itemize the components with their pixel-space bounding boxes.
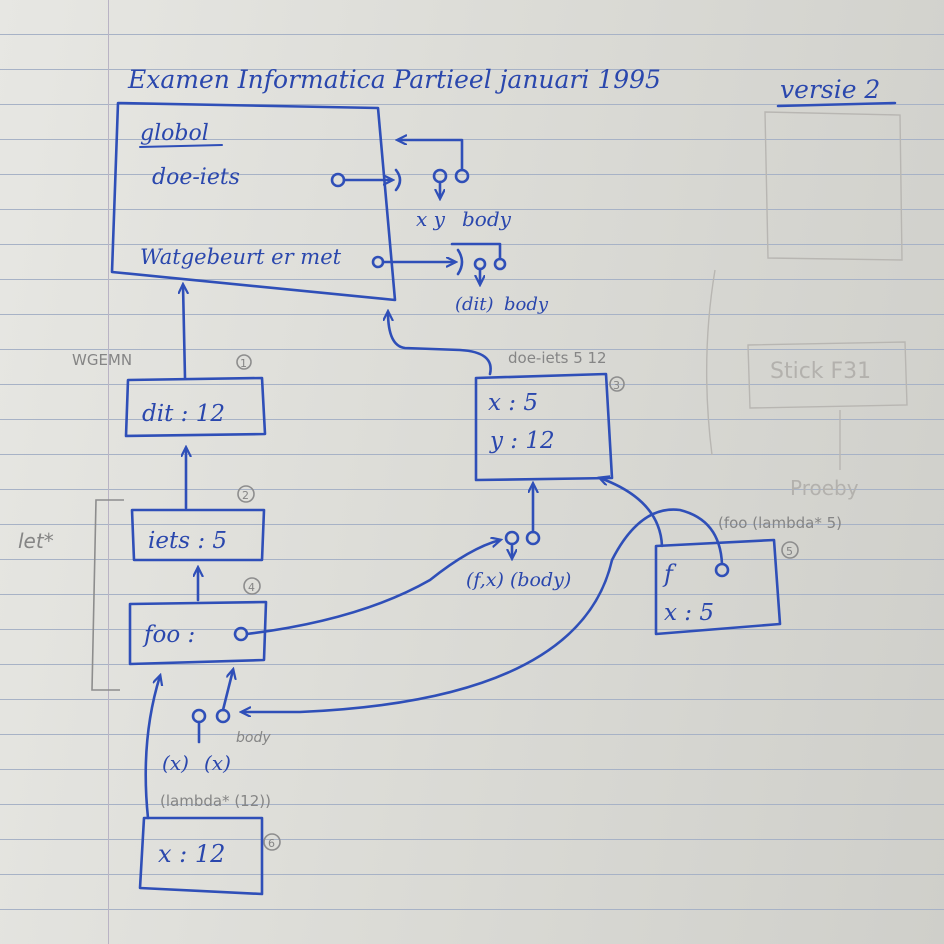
frame-2-binding: iets : 5 — [148, 528, 227, 554]
closure-watgebeurt: (dit) body — [381, 242, 549, 315]
binding-doe-iets: doe-iets — [152, 165, 240, 190]
global-frame-label: globol — [140, 121, 209, 146]
frame-4-binding: foo : — [142, 622, 195, 648]
frame-1-caption: WGEMN — [72, 351, 132, 369]
ghost-text-1: Stick F31 — [770, 359, 871, 384]
closure-params: (dit) — [455, 294, 494, 315]
frame-4: 4 foo : — [128, 568, 268, 666]
version-underline — [776, 101, 897, 108]
closure-body: body — [504, 294, 549, 315]
closure-params-body: (f,x) (body) — [466, 569, 571, 591]
pointer-dot — [371, 255, 385, 269]
arrow-f5-to-f3 — [600, 478, 664, 548]
arrow-f-to-lambda — [242, 508, 724, 712]
let-label: let* — [18, 529, 54, 553]
frame-3-binding-y: y : 12 — [489, 428, 555, 454]
global-frame: globol doe-iets Watgebeurt er met — [110, 101, 397, 302]
lambda-param-left: (x) — [162, 751, 189, 775]
arrow-f6-to-f4 — [144, 676, 160, 820]
frame-3-number: 3 — [613, 379, 620, 392]
ghost-text-2: Proeby — [790, 476, 859, 500]
frame-5-number: 5 — [786, 545, 793, 558]
closure-body: body — [462, 207, 512, 231]
closure-foo: (f,x) (body) — [245, 484, 571, 636]
closure-doe-iets: x y body — [342, 140, 512, 231]
ghost-sketch: Stick F31 Proeby — [705, 111, 908, 500]
page-title: Examen Informatica Partieel januari 1995 — [127, 65, 661, 94]
frame-5-binding-x: x : 5 — [664, 600, 714, 626]
frame-1-number: 1 — [240, 357, 247, 370]
frame-5-binding-f: f — [662, 560, 677, 588]
version-label: versie 2 — [780, 75, 880, 104]
frame-1-binding: dit : 12 — [142, 401, 225, 427]
frame-6-number: 6 — [268, 837, 275, 850]
frame-5: (foo (lambda* 5) 5 f x : 5 — [242, 478, 842, 712]
frame-4-number: 4 — [248, 581, 255, 594]
frame-6: (lambda* (12)) 6 x : 12 — [138, 676, 281, 896]
frame-3: doe-iets 5 12 3 x : 5 y : 12 — [388, 312, 625, 482]
closure-params: x y — [416, 207, 446, 231]
frame-3-binding-x: x : 5 — [488, 390, 538, 416]
closure-lambda: (x) (x) body — [162, 670, 271, 775]
lambda-param-right: (x) — [204, 751, 231, 775]
let-bracket: let* — [18, 499, 124, 691]
arrow-f3-to-global — [388, 312, 492, 376]
arrow-f1-to-global — [183, 285, 185, 380]
frame-2-number: 2 — [242, 489, 249, 502]
frame-6-binding: x : 12 — [158, 840, 225, 868]
frame-3-caption: doe-iets 5 12 — [508, 349, 607, 367]
binding-watgebeurt: Watgebeurt er met — [140, 245, 342, 269]
lambda-body-label: body — [236, 730, 271, 746]
frame-2: 2 iets : 5 — [130, 448, 266, 562]
global-label-underline — [139, 144, 223, 148]
margin-line — [108, 0, 109, 944]
pointer-dot — [330, 172, 346, 188]
frame-1: WGEMN 1 dit : 12 — [72, 285, 267, 438]
frame-6-caption: (lambda* (12)) — [160, 792, 271, 810]
frame-5-caption: (foo (lambda* 5) — [718, 514, 842, 532]
